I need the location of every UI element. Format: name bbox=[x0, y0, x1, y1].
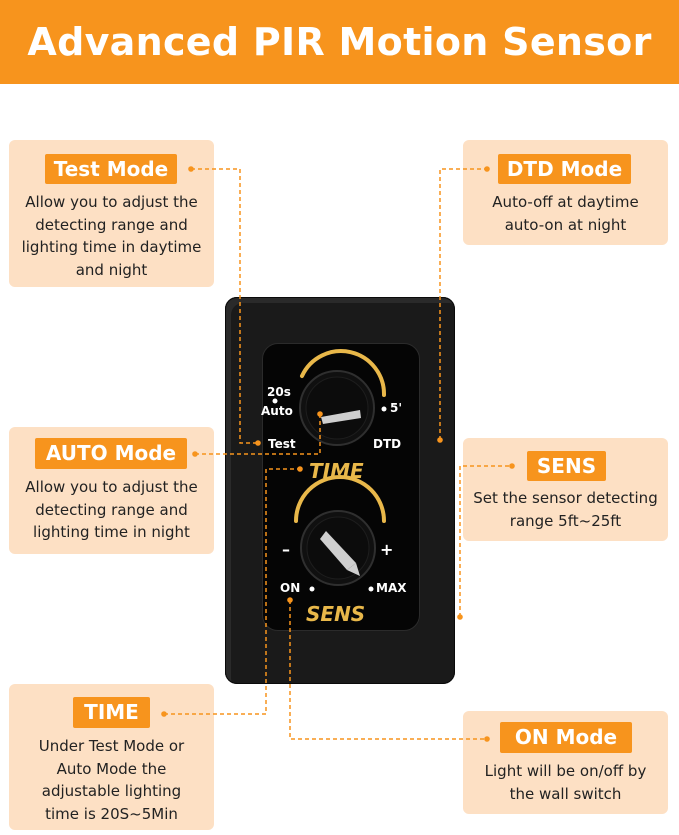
dot-5 bbox=[381, 406, 387, 412]
time-dtd-label: DTD bbox=[373, 437, 402, 451]
title-banner: Advanced PIR Motion Sensor bbox=[0, 0, 679, 84]
on-mode-label: ON Mode bbox=[500, 722, 632, 753]
sens-max-label: MAX bbox=[376, 581, 407, 595]
time-test-label: Test bbox=[268, 437, 296, 451]
dot-20s bbox=[272, 398, 278, 404]
dtd-mode-label: DTD Mode bbox=[498, 154, 631, 184]
leader-time bbox=[164, 468, 300, 715]
leader-on-end bbox=[484, 736, 490, 742]
sens-minus-label: – bbox=[282, 540, 290, 559]
auto-mode-text: Allow you to adjust the detecting range … bbox=[25, 478, 198, 541]
time-auto-label: Auto bbox=[261, 404, 293, 418]
dtd-mode-text: Auto-off at daytime auto-on at night bbox=[492, 193, 639, 234]
sens-dial-arc bbox=[294, 475, 386, 523]
sens-label: SENS bbox=[527, 451, 606, 481]
time-5-label: 5' bbox=[390, 401, 403, 415]
leader-time-end bbox=[161, 711, 167, 717]
leader-sens-end bbox=[509, 463, 515, 469]
leader-test-end bbox=[188, 166, 194, 172]
page-title: Advanced PIR Motion Sensor bbox=[27, 20, 652, 64]
dot-max bbox=[368, 586, 374, 592]
time-dial-name: TIME bbox=[309, 459, 364, 483]
leader-auto-end bbox=[192, 451, 198, 457]
sens-dial-name: SENS bbox=[306, 602, 366, 626]
time-dial-arc bbox=[300, 349, 387, 397]
sens-text: Set the sensor detecting range 5ft~25ft bbox=[473, 489, 658, 530]
time-text: Under Test Mode or Auto Mode the adjusta… bbox=[38, 737, 185, 823]
sens-plus-label: + bbox=[380, 540, 394, 559]
leader-dtd bbox=[439, 168, 487, 440]
auto-mode-label: AUTO Mode bbox=[35, 438, 187, 469]
test-mode-label: Test Mode bbox=[45, 154, 177, 184]
leader-test bbox=[191, 168, 258, 444]
sens-on-label: ON bbox=[280, 581, 301, 595]
time-dial-pointer bbox=[321, 410, 361, 424]
sens-dial-pointer bbox=[320, 531, 356, 570]
dot-on bbox=[309, 586, 315, 592]
leader-dtd-end bbox=[484, 166, 490, 172]
on-mode-text: Light will be on/off by the wall switch bbox=[484, 762, 647, 803]
leader-sens bbox=[459, 465, 512, 617]
time-label: TIME bbox=[73, 697, 150, 728]
test-mode-text: Allow you to adjust the detecting range … bbox=[21, 193, 202, 279]
time-20s-label: 20s bbox=[267, 385, 291, 399]
